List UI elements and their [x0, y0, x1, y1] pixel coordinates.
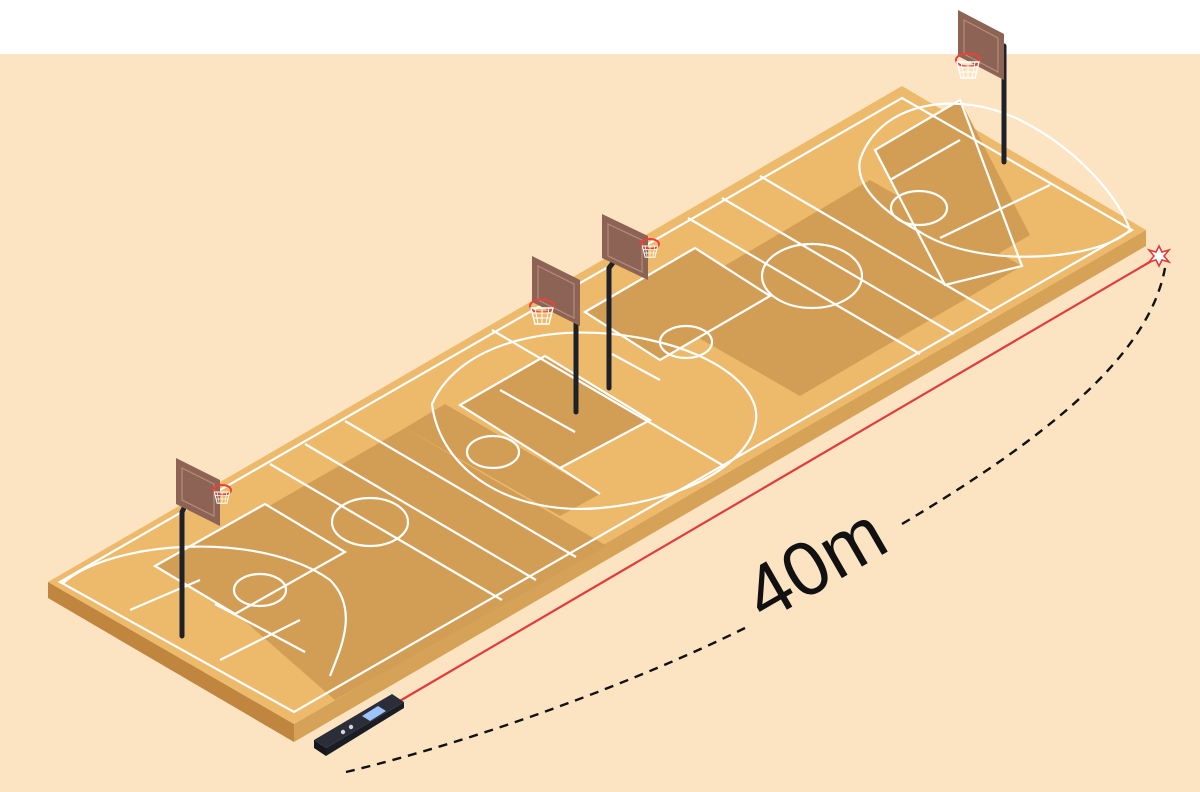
- court-dark-zones: [155, 100, 1030, 700]
- laser-rangefinder: [314, 694, 404, 756]
- laser-beam: [397, 255, 1161, 703]
- dimension-arc: [901, 267, 1167, 526]
- sky-band: [0, 0, 1200, 54]
- hoop-far-right: [955, 10, 1007, 165]
- laser-hit-icon: [1146, 244, 1172, 268]
- device-button: [348, 724, 354, 730]
- hoop-center-left: [529, 256, 580, 415]
- dimension-arc: [345, 626, 746, 774]
- court-edge-side: [294, 230, 1146, 742]
- device-screen: [362, 706, 386, 721]
- court-edge-front: [48, 582, 294, 742]
- backboard: [532, 256, 580, 326]
- hoop-front-left: [176, 458, 232, 639]
- hoop-center-right: [602, 214, 660, 391]
- backboard: [176, 458, 220, 526]
- backboard: [602, 214, 648, 280]
- device-button: [340, 729, 346, 735]
- backboard: [958, 10, 1004, 80]
